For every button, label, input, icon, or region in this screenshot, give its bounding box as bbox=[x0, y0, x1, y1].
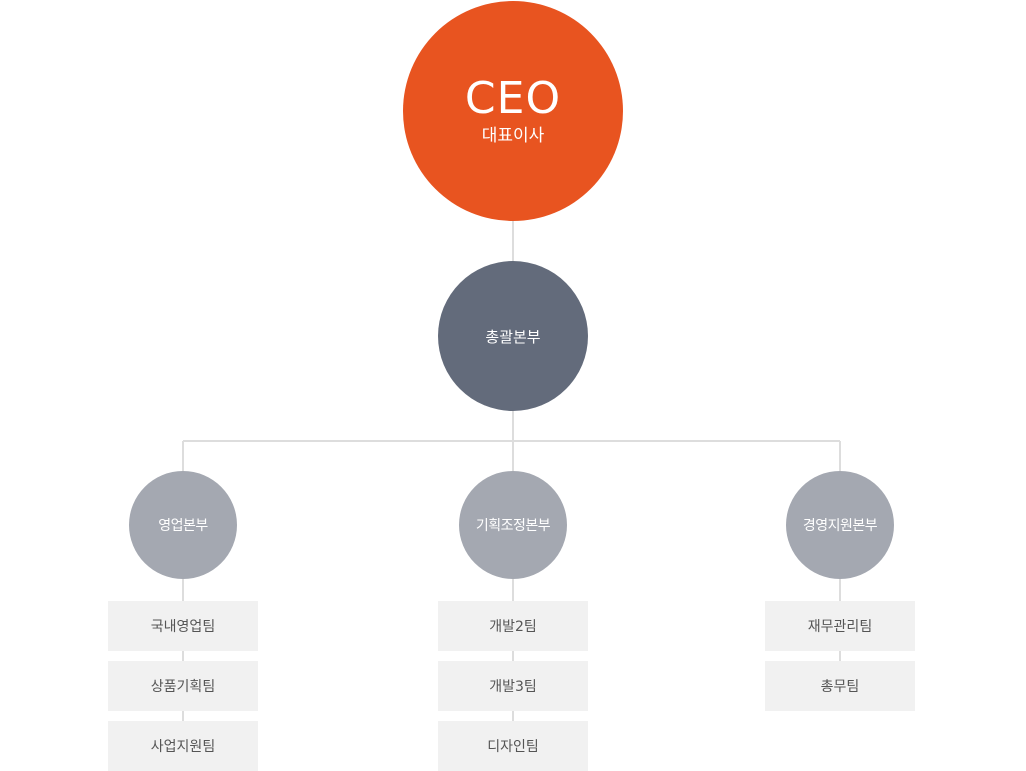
headquarters-label: 총괄본부 bbox=[485, 327, 541, 346]
division-node-planning: 기획조정본부 bbox=[459, 471, 567, 579]
team-label: 국내영업팀 bbox=[150, 619, 216, 635]
team-box: 사업지원팀 bbox=[108, 721, 258, 771]
division-label: 기획조정본부 bbox=[475, 518, 551, 534]
ceo-node: CEO 대표이사 bbox=[403, 1, 623, 221]
team-label: 개발3팀 bbox=[489, 679, 537, 695]
team-box: 국내영업팀 bbox=[108, 601, 258, 651]
headquarters-node: 총괄본부 bbox=[438, 261, 588, 411]
ceo-title: CEO bbox=[464, 73, 562, 124]
division-label: 영업본부 bbox=[158, 518, 208, 534]
division-node-sales: 영업본부 bbox=[129, 471, 237, 579]
team-label: 디자인팀 bbox=[487, 739, 539, 755]
team-box: 상품기획팀 bbox=[108, 661, 258, 711]
division-label: 경영지원본부 bbox=[802, 518, 878, 534]
team-box: 재무관리팀 bbox=[765, 601, 915, 651]
division-node-management: 경영지원본부 bbox=[786, 471, 894, 579]
team-label: 재무관리팀 bbox=[807, 619, 873, 635]
ceo-subtitle: 대표이사 bbox=[481, 126, 545, 146]
team-label: 사업지원팀 bbox=[150, 739, 216, 755]
team-label: 총무팀 bbox=[820, 679, 860, 695]
team-label: 상품기획팀 bbox=[150, 679, 216, 695]
team-box: 디자인팀 bbox=[438, 721, 588, 771]
team-label: 개발2팀 bbox=[489, 619, 537, 635]
team-box: 개발3팀 bbox=[438, 661, 588, 711]
team-box: 개발2팀 bbox=[438, 601, 588, 651]
team-box: 총무팀 bbox=[765, 661, 915, 711]
